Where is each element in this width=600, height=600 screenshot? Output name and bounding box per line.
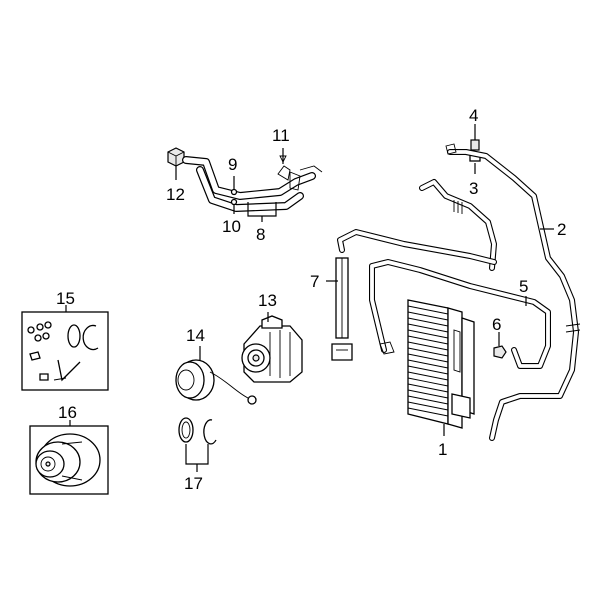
callout-6: 6 (492, 315, 501, 334)
callout-3: 3 (469, 179, 478, 198)
callout-12: 12 (166, 185, 185, 204)
leader-8 (247, 202, 277, 222)
part-6-fitting (493, 345, 507, 359)
part-2-hose (445, 143, 581, 441)
discharge-tube (419, 179, 497, 271)
callout-15: 15 (56, 289, 75, 308)
callout-11: 11 (272, 126, 290, 145)
callout-4: 4 (469, 106, 478, 125)
part-14-clutch-coil (175, 359, 257, 405)
leader-17 (185, 444, 209, 472)
part-5-tube (369, 259, 551, 369)
callout-10: 10 (222, 217, 241, 236)
part-16-clutch-pulley (29, 425, 109, 495)
callout-7: 7 (310, 272, 319, 291)
part-1-condenser (407, 299, 475, 429)
callout-17: 17 (184, 474, 203, 493)
part-7-dryer (331, 229, 497, 361)
callout-9: 9 (228, 155, 237, 174)
callout-16: 16 (58, 403, 77, 422)
part-17-snap-rings (178, 417, 217, 445)
callout-14: 14 (186, 326, 205, 345)
part-15-hardware-kit (21, 311, 109, 391)
callout-2: 2 (557, 220, 566, 239)
part-13-compressor (241, 315, 303, 383)
part-4-valve-cap (470, 139, 480, 151)
callout-8: 8 (256, 225, 265, 244)
part-12-cap (167, 147, 185, 167)
callout-13: 13 (258, 291, 277, 310)
callout-1: 1 (438, 440, 447, 459)
callout-5: 5 (519, 277, 528, 296)
part-8-line-assembly (182, 156, 323, 212)
